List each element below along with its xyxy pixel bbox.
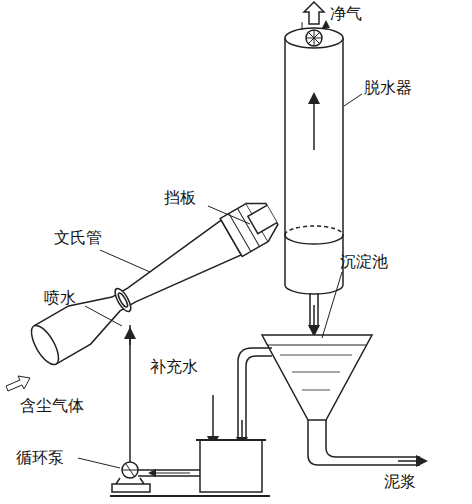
outlet-label: 净气: [330, 4, 362, 23]
inlet-label: 含尘气体: [20, 396, 84, 415]
inlet-label: 补充水: [150, 357, 198, 376]
part-label: 沉淀池: [340, 252, 388, 271]
part-label: 脱水器: [364, 78, 412, 97]
part-label: 喷水: [44, 288, 76, 307]
part-label: 循环泵: [16, 448, 64, 467]
part-label: 文氏管: [54, 228, 102, 247]
outlet-label: 泥浆: [384, 472, 416, 491]
part-label: 挡板: [164, 188, 196, 207]
